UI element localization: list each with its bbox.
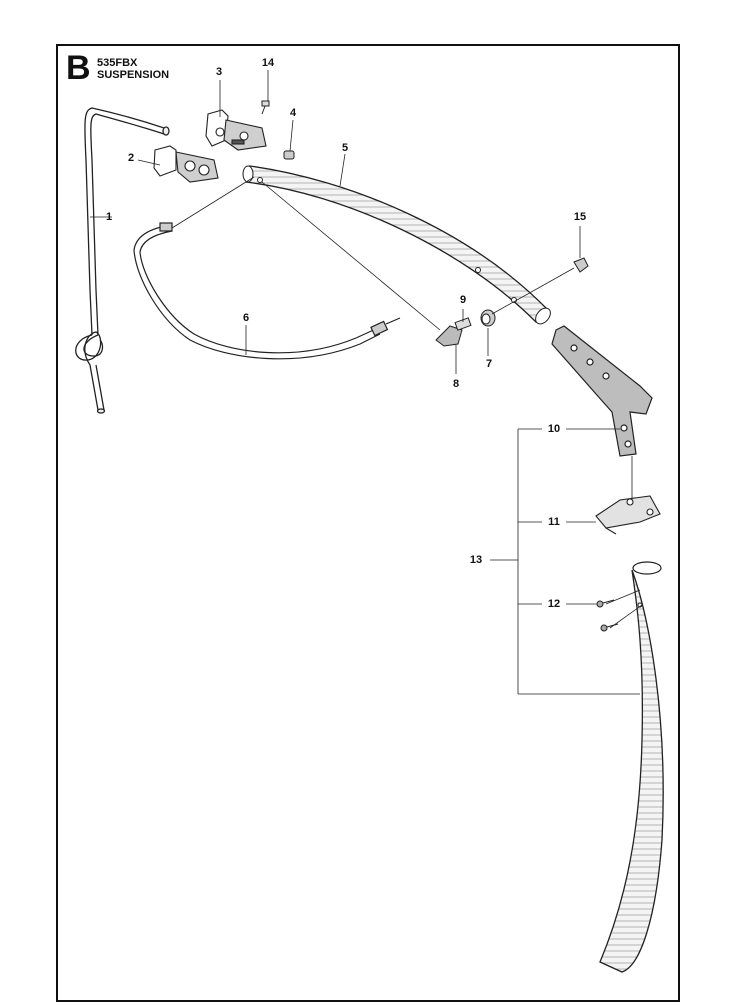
- part-13-shaft: [599, 561, 664, 973]
- part-5-tube: [242, 165, 551, 325]
- callout-5: 5: [341, 142, 349, 154]
- callout-15: 15: [573, 211, 587, 223]
- callout-1: 1: [105, 211, 113, 223]
- callout-3: 3: [215, 66, 223, 78]
- part-1-strap: [75, 107, 170, 414]
- leader-lines: [90, 70, 643, 695]
- callout-13: 13: [469, 554, 483, 566]
- model-label: 535FBX: [97, 57, 138, 69]
- part-7-grommet: [480, 309, 496, 327]
- part-2-clamp: [153, 145, 219, 183]
- part-4-nut: [283, 150, 295, 160]
- part-11-bracket: [595, 495, 661, 535]
- callout-6: 6: [242, 312, 250, 324]
- part-6-cable: [133, 222, 401, 360]
- part-12-screws: [596, 599, 619, 632]
- callout-9: 9: [459, 294, 467, 306]
- part-14-screw: [261, 100, 270, 115]
- section-letter: B: [66, 49, 91, 87]
- part-10-handle: [551, 325, 653, 457]
- callout-12: 12: [547, 598, 561, 610]
- callout-14: 14: [261, 57, 275, 69]
- callout-11: 11: [548, 516, 560, 528]
- callout-2: 2: [127, 152, 135, 164]
- callout-8: 8: [452, 378, 460, 390]
- callout-10: 10: [547, 423, 561, 435]
- part-3-clamp: [205, 109, 267, 151]
- group-title: SUSPENSION: [97, 69, 170, 81]
- callout-7: 7: [485, 358, 493, 370]
- page-frame: [56, 44, 680, 1002]
- callout-4: 4: [289, 107, 297, 119]
- part-15-cap: [573, 257, 589, 273]
- part-8-9-plug: [435, 317, 472, 347]
